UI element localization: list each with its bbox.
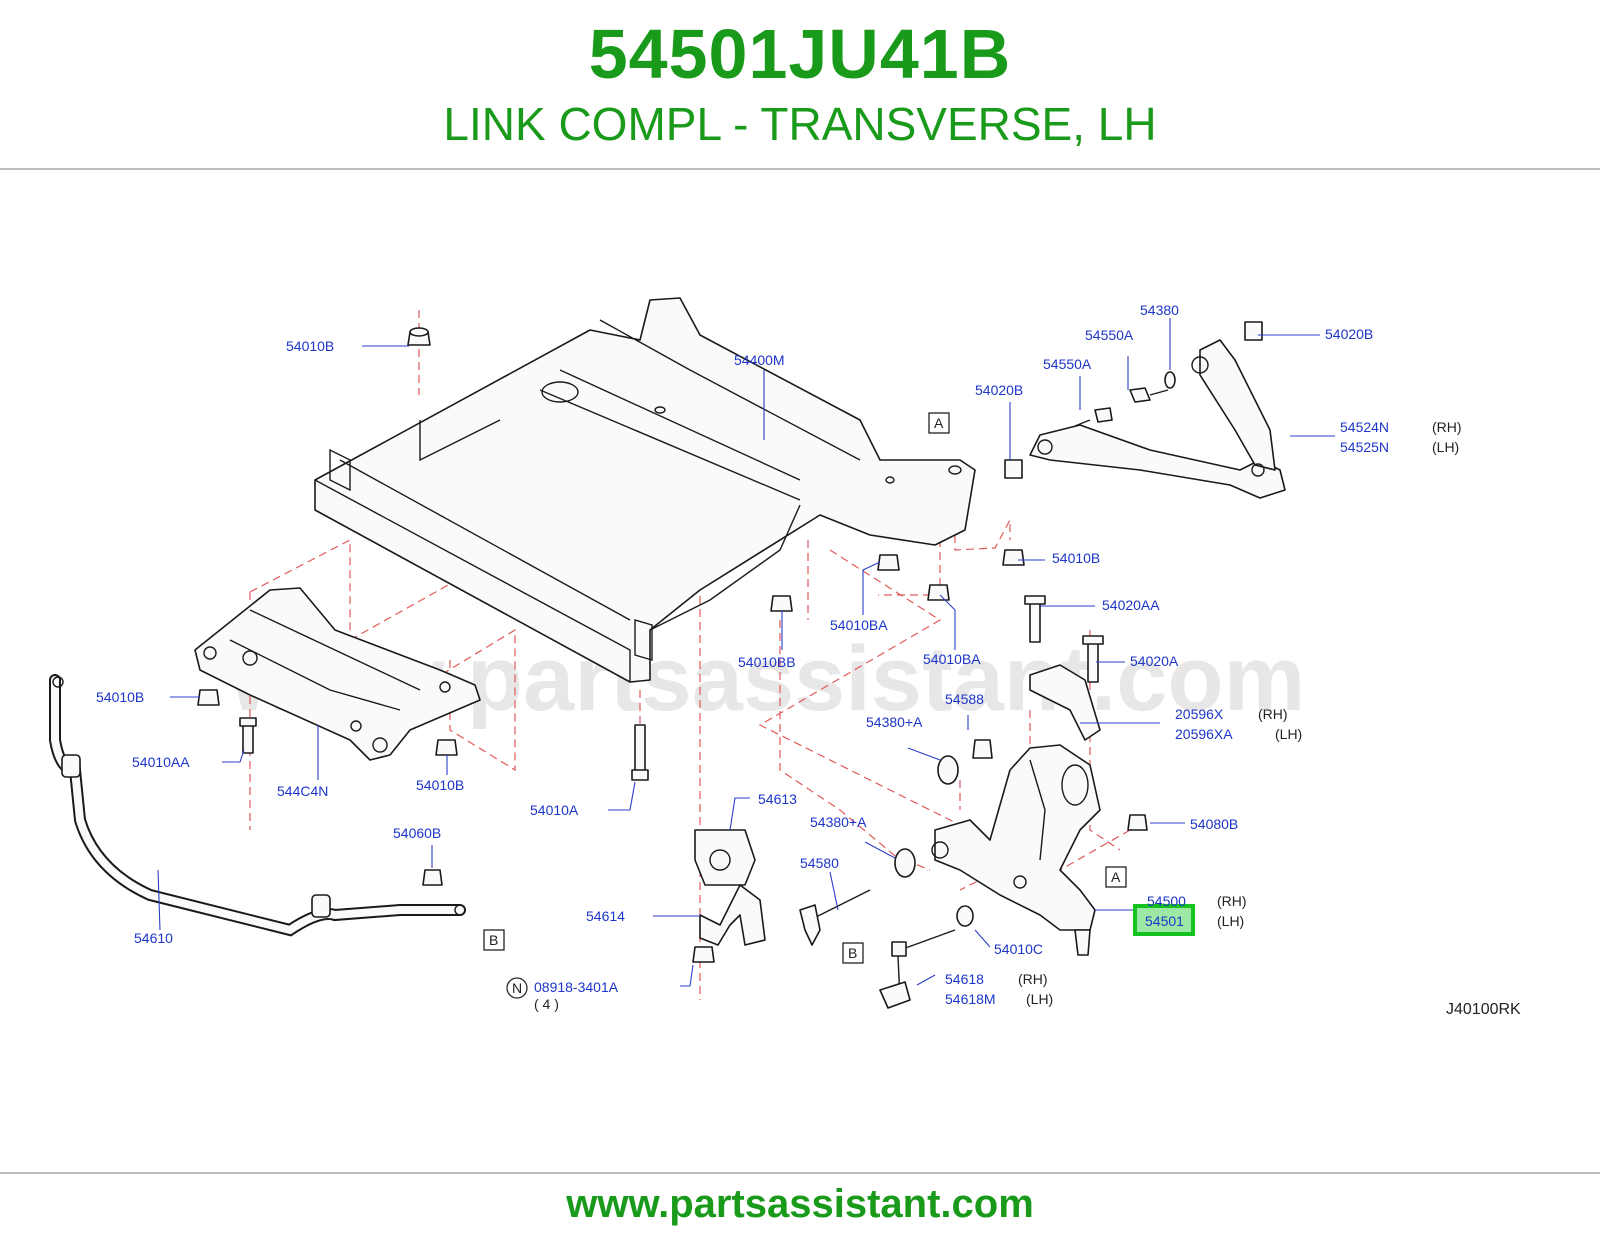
- hardware-nuts-bolts: [197, 321, 1263, 963]
- label-54588[interactable]: 54588: [945, 691, 984, 707]
- label-54010aa[interactable]: 54010AA: [132, 754, 190, 770]
- page-header: 54501JU41B LINK COMPL - TRANSVERSE, LH: [0, 0, 1600, 168]
- label-54580[interactable]: 54580: [800, 855, 839, 871]
- label-54501[interactable]: 54501: [1145, 913, 1184, 929]
- label-20596xa[interactable]: 20596XA: [1175, 726, 1233, 742]
- ref-box-b-left: B: [489, 932, 498, 948]
- diagram-code: J40100RK: [1446, 1001, 1521, 1018]
- label-54618m[interactable]: 54618M: [945, 991, 996, 1007]
- label-54080b[interactable]: 54080B: [1190, 816, 1238, 832]
- bushing-bracket: [694, 829, 766, 946]
- link-54618: [879, 929, 956, 1009]
- label-54614[interactable]: 54614: [586, 908, 625, 924]
- footer-divider: [0, 1172, 1600, 1174]
- label-54010b-left[interactable]: 54010B: [96, 689, 144, 705]
- side-tag-lh-20596xa: (LH): [1275, 726, 1302, 742]
- label-54010b-lower[interactable]: 54010B: [416, 777, 464, 793]
- label-54010ba-left[interactable]: 54010BA: [830, 617, 888, 633]
- label-54020b-right[interactable]: 54020B: [1325, 326, 1373, 342]
- label-08918-quantity: ( 4 ): [534, 996, 559, 1012]
- label-54618[interactable]: 54618: [945, 971, 984, 987]
- label-54550a-lower[interactable]: 54550A: [1043, 356, 1092, 372]
- ref-box-a-top: A: [934, 415, 944, 431]
- label-54525n[interactable]: 54525N: [1340, 439, 1389, 455]
- ref-box-b-right: B: [848, 945, 857, 961]
- n-symbol: N: [512, 980, 522, 996]
- side-tag-lh-54501: (LH): [1217, 913, 1244, 929]
- callout-leaders: [157, 318, 1335, 987]
- label-54010b-top[interactable]: 54010B: [286, 338, 334, 354]
- label-54010c[interactable]: 54010C: [994, 941, 1043, 957]
- sub-frame-544c4n: [194, 587, 481, 761]
- label-54010a[interactable]: 54010A: [530, 802, 579, 818]
- label-20596x[interactable]: 20596X: [1175, 706, 1224, 722]
- side-tag-rh-20596x: (RH): [1258, 706, 1288, 722]
- bolt-54580: [799, 889, 871, 946]
- label-54550a-upper[interactable]: 54550A: [1085, 327, 1134, 343]
- part-labels: 54010B 54400M 54380 54550A 54550A 54020B…: [96, 302, 1521, 1018]
- stabilizer-bar-54610: [49, 674, 466, 937]
- label-54010ba-right[interactable]: 54010BA: [923, 651, 981, 667]
- label-54060b[interactable]: 54060B: [393, 825, 441, 841]
- part-number-title: 54501JU41B: [588, 15, 1012, 93]
- crossmember-54400m: [314, 297, 976, 683]
- highlight-box-54501: [1133, 904, 1195, 936]
- label-54400m[interactable]: 54400M: [734, 352, 785, 368]
- label-54380[interactable]: 54380: [1140, 302, 1179, 318]
- part-description: LINK COMPL - TRANSVERSE, LH: [443, 98, 1157, 150]
- header-divider: [0, 168, 1600, 170]
- label-544c4n[interactable]: 544C4N: [277, 783, 328, 799]
- upper-arm-54524n: [1029, 339, 1286, 499]
- side-tag-lh-54525n: (LH): [1432, 439, 1459, 455]
- side-tag-rh-54618: (RH): [1018, 971, 1048, 987]
- label-54613[interactable]: 54613: [758, 791, 797, 807]
- label-08918-3401a[interactable]: 08918-3401A: [534, 979, 619, 995]
- side-tag-rh-54524n: (RH): [1432, 419, 1462, 435]
- label-54020b-left[interactable]: 54020B: [975, 382, 1023, 398]
- n-symbol-circle: [506, 977, 528, 999]
- label-54380a-lower[interactable]: 54380+A: [810, 814, 867, 830]
- reference-boxes: A A B B: [483, 412, 1127, 964]
- transverse-link-54501[interactable]: [931, 744, 1101, 956]
- label-54500[interactable]: 54500: [1147, 893, 1186, 909]
- label-54020a[interactable]: 54020A: [1130, 653, 1179, 669]
- label-54020aa[interactable]: 54020AA: [1102, 597, 1160, 613]
- label-54524n[interactable]: 54524N: [1340, 419, 1389, 435]
- parts-diagram: www.partsassistant.com: [49, 297, 1521, 1018]
- side-tag-lh-54618m: (LH): [1026, 991, 1053, 1007]
- footer-url[interactable]: www.partsassistant.com: [566, 1182, 1034, 1226]
- label-54010b-right[interactable]: 54010B: [1052, 550, 1100, 566]
- side-tag-rh-54500: (RH): [1217, 893, 1247, 909]
- label-54610[interactable]: 54610: [134, 930, 173, 946]
- label-54010bb[interactable]: 54010BB: [738, 654, 796, 670]
- label-54380a-upper[interactable]: 54380+A: [866, 714, 923, 730]
- ref-box-a-bottom: A: [1111, 869, 1121, 885]
